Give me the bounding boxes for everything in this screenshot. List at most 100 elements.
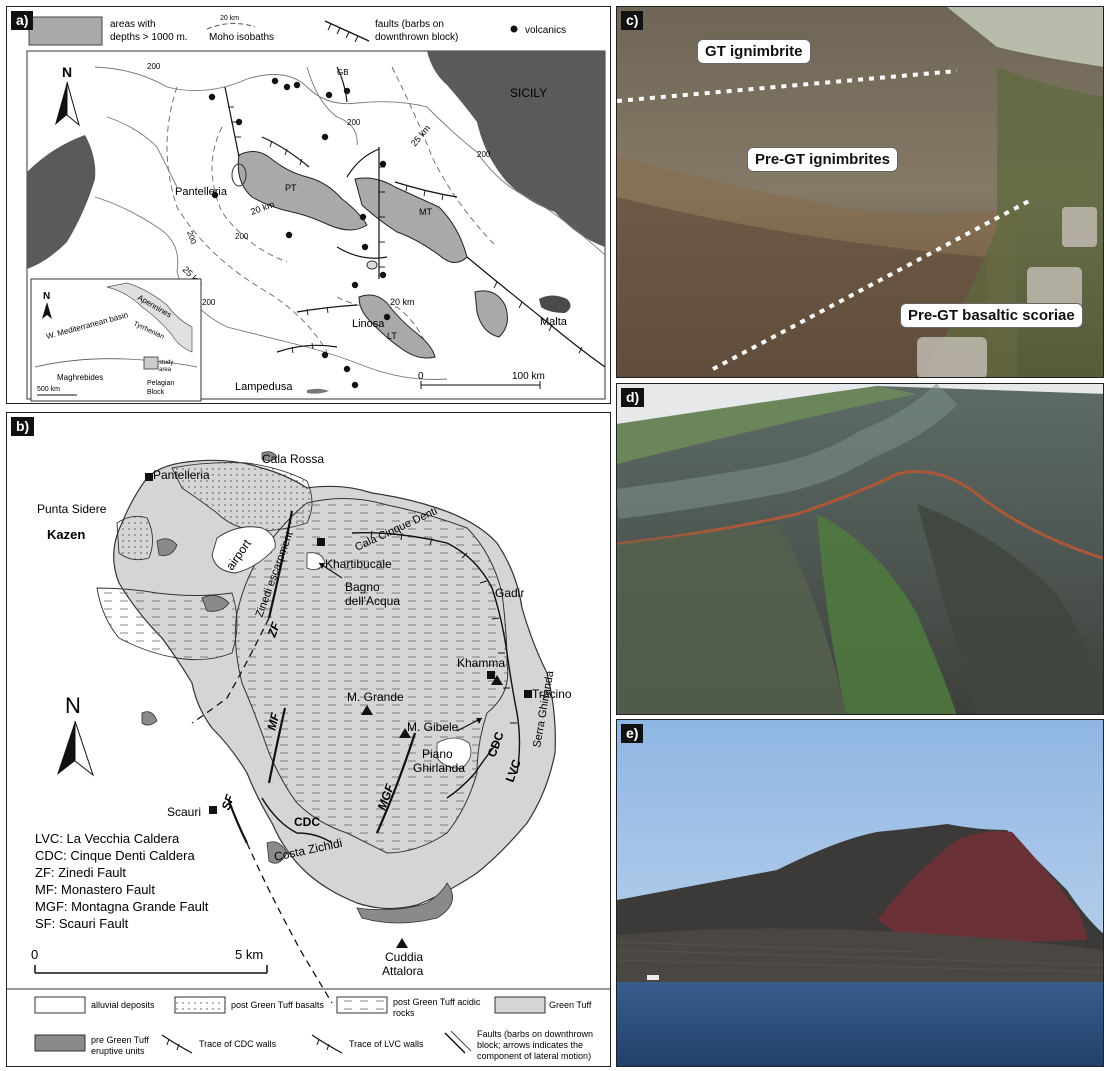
label-pre-gt-basaltic-scoriae: Pre-GT basaltic scoriae xyxy=(900,303,1083,328)
north-arrow-b: N xyxy=(57,693,94,777)
label-attalora: Attalora xyxy=(382,964,424,978)
fault-barbs xyxy=(228,106,583,354)
inset-location-map: N Apennines Tyrrhenian W. Mediterranean … xyxy=(30,278,202,402)
label-cala-rossa: Cala Rossa xyxy=(262,452,324,466)
abbr-sf: SF: Scauri Fault xyxy=(35,916,129,931)
north-arrow-a: N xyxy=(55,64,80,127)
scale-bar-a: 0 100 km xyxy=(418,371,545,389)
label-cdc-west: CDC xyxy=(294,815,320,829)
legend-areas: areas with xyxy=(110,19,156,30)
linosa-island xyxy=(366,260,378,270)
label-tracino: Tracino xyxy=(532,687,572,701)
panel-e-headland-photo: e) xyxy=(616,719,1104,1067)
panel-b-pantelleria-map: b) xyxy=(6,412,611,1067)
label-sf: SF xyxy=(219,792,238,812)
legend-acidic-2: rocks xyxy=(393,1008,415,1018)
linosa-trough xyxy=(358,294,436,359)
label-pantelleria-town: Pantelleria xyxy=(153,468,210,482)
svg-text:N: N xyxy=(65,693,81,718)
caldera-barbs xyxy=(370,530,517,724)
label-scauri: Scauri xyxy=(167,805,201,819)
svg-text:study: study xyxy=(159,360,173,366)
label-pantelleria: Pantelleria xyxy=(175,186,228,198)
label-mt: MT xyxy=(419,207,432,217)
headland-photo-e xyxy=(617,720,1103,1066)
fault-dashed-traces xyxy=(191,617,333,1004)
town-markers xyxy=(145,473,532,814)
label-gb: GB xyxy=(337,68,349,77)
label-200-d: 200 xyxy=(185,230,198,246)
volcanic-centers xyxy=(208,77,391,389)
panel-d-tag: d) xyxy=(621,388,645,407)
legend-alluvial: alluvial deposits xyxy=(91,1000,155,1010)
label-sicily: SICILY xyxy=(510,86,547,100)
label-200-e: 200 xyxy=(202,298,216,307)
svg-text:area: area xyxy=(159,367,172,373)
malta-trough xyxy=(354,177,468,263)
geology-legend: alluvial deposits post Green Tuff basalt… xyxy=(34,996,593,1061)
label-200-f: 200 xyxy=(235,232,249,241)
cliff-photo-d xyxy=(617,384,1103,714)
label-pt: PT xyxy=(285,183,297,193)
legend-moho-line xyxy=(206,23,256,30)
label-gadir: Gadir xyxy=(495,586,524,600)
piano-arrowhead xyxy=(476,718,482,724)
fault-abbreviations: LVC: La Vecchia Caldera CDC: Cinque Dent… xyxy=(35,831,209,931)
outcrop-photo-c xyxy=(617,7,1103,377)
legend-fault-line xyxy=(324,20,370,42)
label-m-gibele: M. Gibele xyxy=(407,720,459,734)
legend-fault-barbs xyxy=(327,23,359,43)
legend-pre-gt-2: eruptive units xyxy=(91,1046,145,1056)
basalts-west xyxy=(116,515,153,561)
small-basin xyxy=(474,290,508,338)
panel-e-tag: e) xyxy=(621,724,644,743)
label-mf: MF xyxy=(264,711,282,732)
legend-faults-2: block; arrows indicates the xyxy=(477,1040,583,1050)
legend-green-tuff: Green Tuff xyxy=(549,1000,592,1010)
label-20km-b: 20 km xyxy=(390,297,415,307)
legend-basalts: post Green Tuff basalts xyxy=(231,1000,324,1010)
legend-faults-3: component of lateral motion) xyxy=(477,1051,591,1061)
svg-text:N: N xyxy=(62,64,72,80)
abbr-mgf: MGF: Montagna Grande Fault xyxy=(35,899,209,914)
regional-map-svg: areas with depths > 1000 m. 20 km Moho i… xyxy=(26,15,606,402)
label-lampedusa: Lampedusa xyxy=(235,381,293,393)
panel-c-tag: c) xyxy=(621,11,644,30)
panel-a-regional-map: a) areas with depths > 1000 m. 20 km Moh… xyxy=(6,6,611,404)
legend-moho-sample: 20 km xyxy=(220,15,239,22)
legend-volcanics-dot xyxy=(510,25,518,33)
acidic-rocks-west xyxy=(96,587,238,661)
label-zf: ZF xyxy=(264,620,283,640)
label-lt: LT xyxy=(387,331,397,341)
isobath-200-lines xyxy=(94,66,606,380)
label-dell-acqua: dell'Acqua xyxy=(345,594,400,608)
pantelleria-map-svg: Cala Rossa Pantelleria Punta Sidere Kaze… xyxy=(7,451,610,1061)
abbr-zf: ZF: Zinedi Fault xyxy=(35,865,126,880)
svg-text:Block: Block xyxy=(147,389,165,396)
label-gt-ignimbrite: GT ignimbrite xyxy=(697,39,811,64)
panel-a-tag: a) xyxy=(11,11,34,30)
panel-b-tag: b) xyxy=(11,417,35,436)
legend-areas-2: depths > 1000 m. xyxy=(110,32,188,43)
label-punta-sidere: Punta Sidere xyxy=(37,502,107,516)
legend-acidic: post Green Tuff acidic xyxy=(393,997,481,1007)
bagno-arrowhead xyxy=(319,563,325,569)
label-cuddia: Cuddia xyxy=(385,950,423,964)
legend-faults-2: downthrown block) xyxy=(375,32,458,43)
legend-deep-area-swatch xyxy=(28,16,103,46)
svg-text:0: 0 xyxy=(418,371,424,382)
sicily-landmass xyxy=(427,51,605,247)
fault-traces xyxy=(227,510,417,844)
label-bagno: Bagno xyxy=(345,580,380,594)
legend-cdc-walls: Trace of CDC walls xyxy=(199,1039,277,1049)
svg-text:5 km: 5 km xyxy=(235,947,263,962)
label-khamma: Khamma xyxy=(457,656,505,670)
label-linosa: Linosa xyxy=(352,318,385,330)
label-malta: Malta xyxy=(540,316,568,328)
label-khartibucale: Khartibucale xyxy=(325,557,392,571)
legend-moho: Moho isobaths xyxy=(209,32,274,43)
svg-text:Maghrebides: Maghrebides xyxy=(57,373,103,382)
label-kazen: Kazen xyxy=(47,527,85,542)
airport-alluvial xyxy=(211,526,276,574)
scale-bar-b: 0 5 km xyxy=(31,947,268,974)
